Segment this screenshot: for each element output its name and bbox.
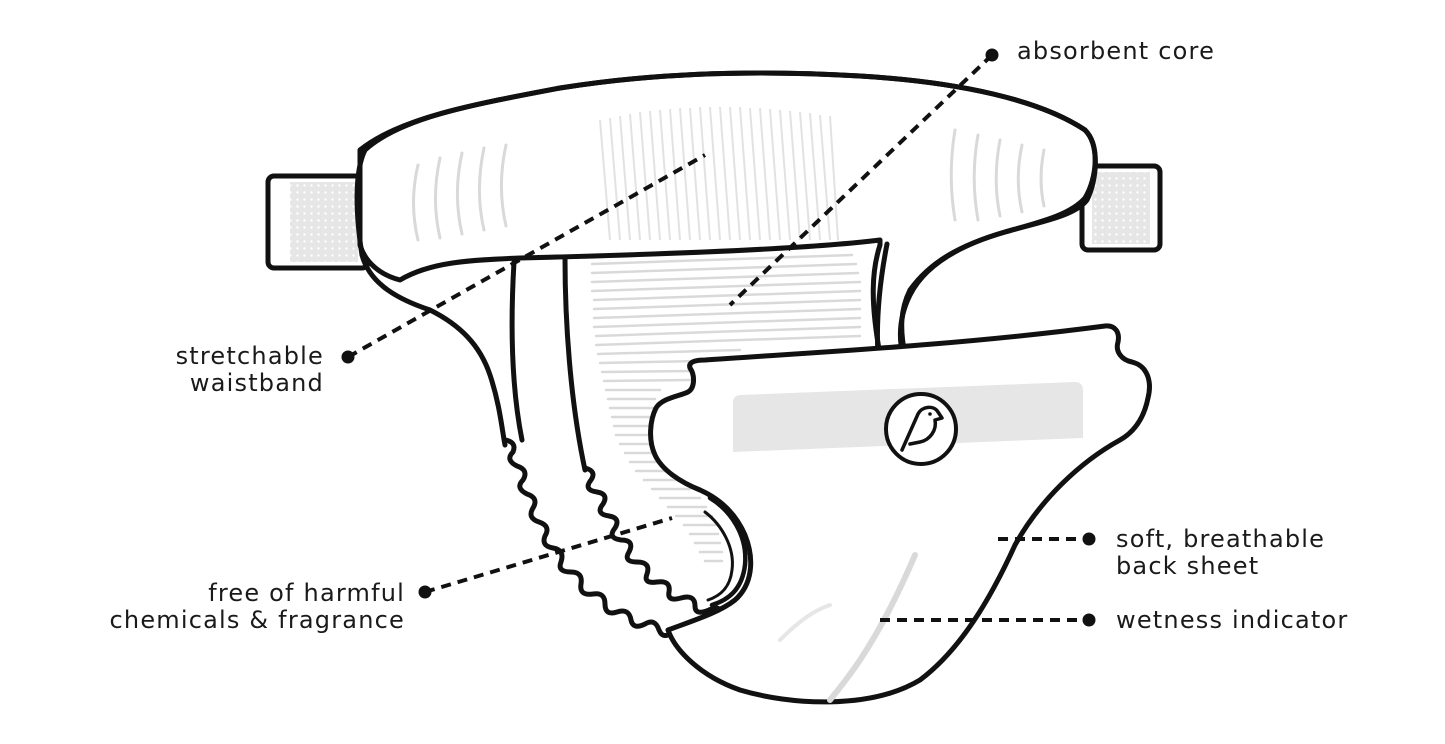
label-backsheet-line-1: soft, breathable [1116, 525, 1326, 553]
wetness-indicator-line-2 [778, 603, 832, 642]
leg-hole-curve [707, 495, 748, 608]
left-waistband-ridges [412, 143, 508, 242]
right-waistband-ridges [949, 128, 1046, 222]
right-fastening-tab [1079, 163, 1163, 253]
label-waistband-line-2: waistband [189, 369, 324, 397]
leader-absorbent-core [728, 48, 999, 307]
inner-left-wall [562, 255, 588, 473]
dot-icon [985, 48, 999, 62]
leg-hole-curve-inner [703, 510, 734, 602]
label-chemicals-line-1: free of harmful [208, 579, 405, 607]
waistband-outline [354, 70, 1098, 359]
leader-back-sheet [998, 532, 1096, 546]
leader-stretchable-waistband [341, 153, 706, 364]
inner-right-wall [874, 241, 890, 358]
dot-icon [418, 585, 432, 599]
label-wetness-text: wetness indicator [1116, 606, 1349, 634]
label-stretchable-waistband: stretchable waistband [120, 343, 324, 397]
dot-icon [1082, 613, 1096, 627]
label-absorbent-core-text: absorbent core [1017, 37, 1216, 65]
dot-icon [1082, 532, 1096, 546]
label-absorbent-core: absorbent core [1017, 38, 1215, 65]
label-back-sheet: soft, breathable back sheet [1116, 526, 1325, 580]
bird-logo-icon [884, 392, 958, 466]
label-chemicals-line-2: chemicals & fragrance [109, 606, 405, 634]
label-free-of-harmful: free of harmful chemicals & fragrance [40, 580, 405, 634]
dot-icon [341, 350, 355, 364]
label-wetness-indicator: wetness indicator [1116, 607, 1348, 634]
wetness-indicator-line [827, 552, 918, 703]
leader-wetness-indicator [880, 613, 1096, 627]
outer-leg-wall [509, 259, 525, 443]
label-backsheet-line-2: back sheet [1116, 552, 1260, 580]
left-side-outline [359, 252, 508, 448]
label-waistband-line-1: stretchable [175, 342, 324, 370]
inner-ruffle-cuff [582, 465, 740, 624]
left-fastening-tab [265, 173, 371, 271]
center-stretch-lines [599, 106, 839, 241]
leader-free-of-harmful [418, 516, 673, 599]
